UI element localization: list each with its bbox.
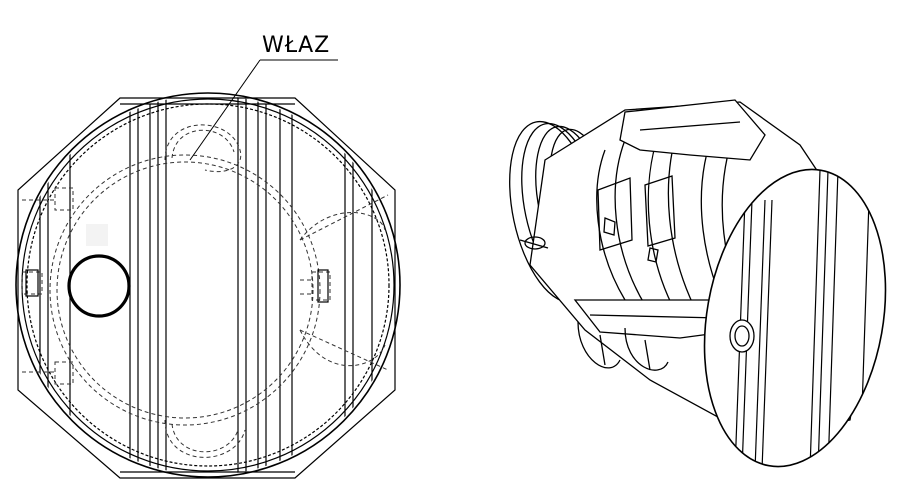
- isometric-nozzle: [729, 319, 755, 353]
- rib-strips: [39, 95, 373, 475]
- isometric-view: [509, 99, 887, 471]
- inlet-opening: [67, 254, 131, 318]
- front-view: [15, 59, 401, 479]
- isometric-front-face: [703, 168, 887, 468]
- callout-label-manhole: WŁAZ: [262, 33, 330, 58]
- tank-outline: [15, 92, 401, 478]
- hidden-lines: [21, 124, 389, 458]
